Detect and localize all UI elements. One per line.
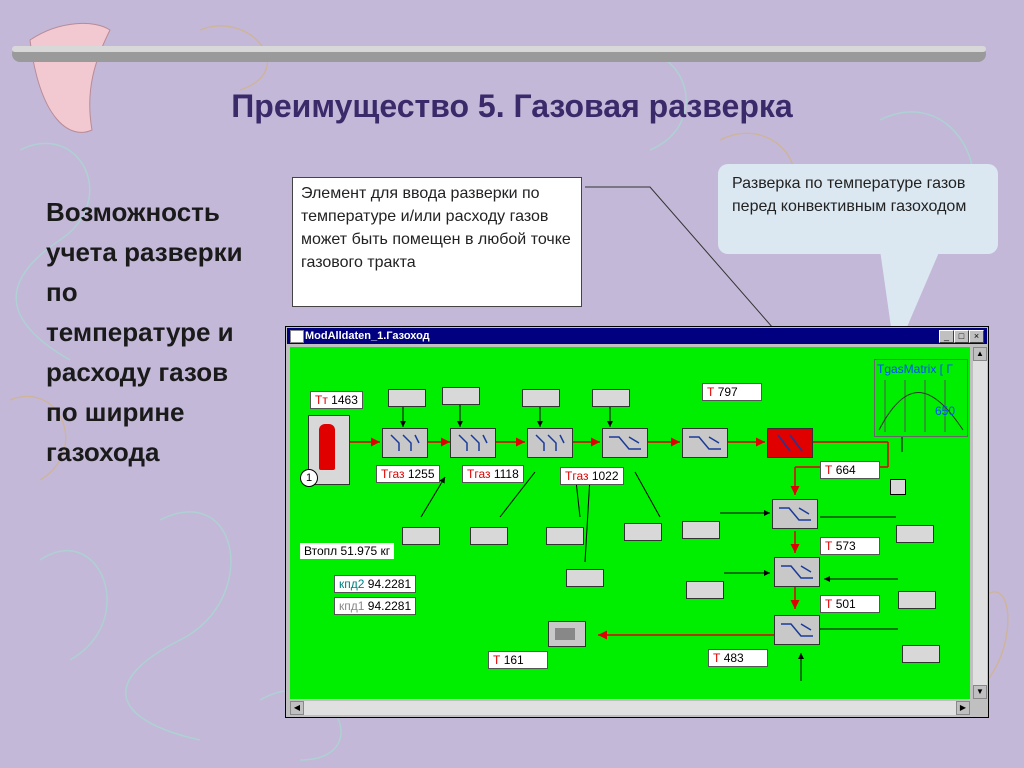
pipe-input-12[interactable] [686,581,724,599]
label-t-483: Т 483 [708,649,768,667]
heat-exchanger-7[interactable] [774,557,820,587]
label-tgaz-3: Тгаз 1022 [560,467,624,485]
app-window: ModAlldaten_1.Газоход _ □ × [285,326,989,718]
pipe-input-1[interactable] [388,389,426,407]
pipe-input-6[interactable] [470,527,508,545]
pipe-input-8[interactable] [624,523,662,541]
maximize-button[interactable]: □ [954,330,969,343]
matrix-chart [878,380,964,432]
window-title: ModAlldaten_1.Газоход [305,330,430,342]
callout-input-element: Элемент для ввода разверки по температур… [292,177,582,307]
boiler-number-badge: 1 [300,469,318,487]
close-button[interactable]: × [969,330,984,343]
distribution-element-icon[interactable] [890,479,906,495]
air-heater[interactable] [548,621,586,647]
pipe-input-2[interactable] [442,387,480,405]
label-t-161: Т 161 [488,651,548,669]
scroll-up-icon[interactable]: ▲ [973,347,987,361]
scroll-down-icon[interactable]: ▼ [973,685,987,699]
scroll-left-icon[interactable]: ◀ [290,701,304,715]
label-kpd2: кпд2 94.2281 [334,575,417,593]
app-icon [290,330,304,343]
tgas-matrix-title: TgasMatrix [ Г [877,362,953,376]
heat-exchanger-8[interactable] [774,615,820,645]
heat-exchanger-5[interactable] [682,428,728,458]
left-description: Возможность учета разверки по температур… [46,197,243,467]
pipe-input-14[interactable] [902,645,940,663]
pipe-input-3[interactable] [522,389,560,407]
window-titlebar[interactable]: ModAlldaten_1.Газоход _ □ × [287,328,987,344]
slide-title: Преимущество 5. Газовая разверка [231,88,793,124]
heat-exchanger-red[interactable] [767,428,813,458]
pipe-input-5[interactable] [402,527,440,545]
label-t-501: Т 501 [820,595,880,613]
heat-exchanger-4[interactable] [602,428,648,458]
pipe-input-9[interactable] [566,569,604,587]
label-t-664: Т 664 [820,461,880,479]
horizontal-scrollbar[interactable]: ◀ ▶ [290,701,970,715]
heat-exchanger-3[interactable] [527,428,573,458]
heat-exchanger-1[interactable] [382,428,428,458]
label-t-573: Т 573 [820,537,880,555]
label-tgaz-1: Тгаз 1255 [376,465,440,483]
label-tgaz-2: Тгаз 1118 [462,465,524,483]
pipe-input-7[interactable] [546,527,584,545]
minimize-button[interactable]: _ [939,330,954,343]
pipe-input-11[interactable] [896,525,934,543]
diagram-canvas[interactable]: 1 Тт 1463 Тгаз 1255 Тгаз 1118 [290,347,970,699]
tgas-matrix-window[interactable]: TgasMatrix [ Г 650 [874,359,968,437]
vertical-scrollbar[interactable]: ▲ ▼ [973,347,987,699]
pipe-input-4[interactable] [592,389,630,407]
label-t-797: Т 797 [702,383,762,401]
callout-temperature-distribution: Разверка по температуре газов перед конв… [718,164,998,254]
pipe-input-10[interactable] [682,521,720,539]
heat-exchanger-2[interactable] [450,428,496,458]
label-tt: Тт 1463 [310,391,363,409]
pipe-input-13[interactable] [898,591,936,609]
heat-exchanger-6[interactable] [772,499,818,529]
label-vtopl: Втопл 51.975 кг [300,543,395,559]
label-kpd1: кпд1 94.2281 [334,597,417,615]
scroll-right-icon[interactable]: ▶ [956,701,970,715]
tgas-matrix-value: 650 [935,404,956,418]
